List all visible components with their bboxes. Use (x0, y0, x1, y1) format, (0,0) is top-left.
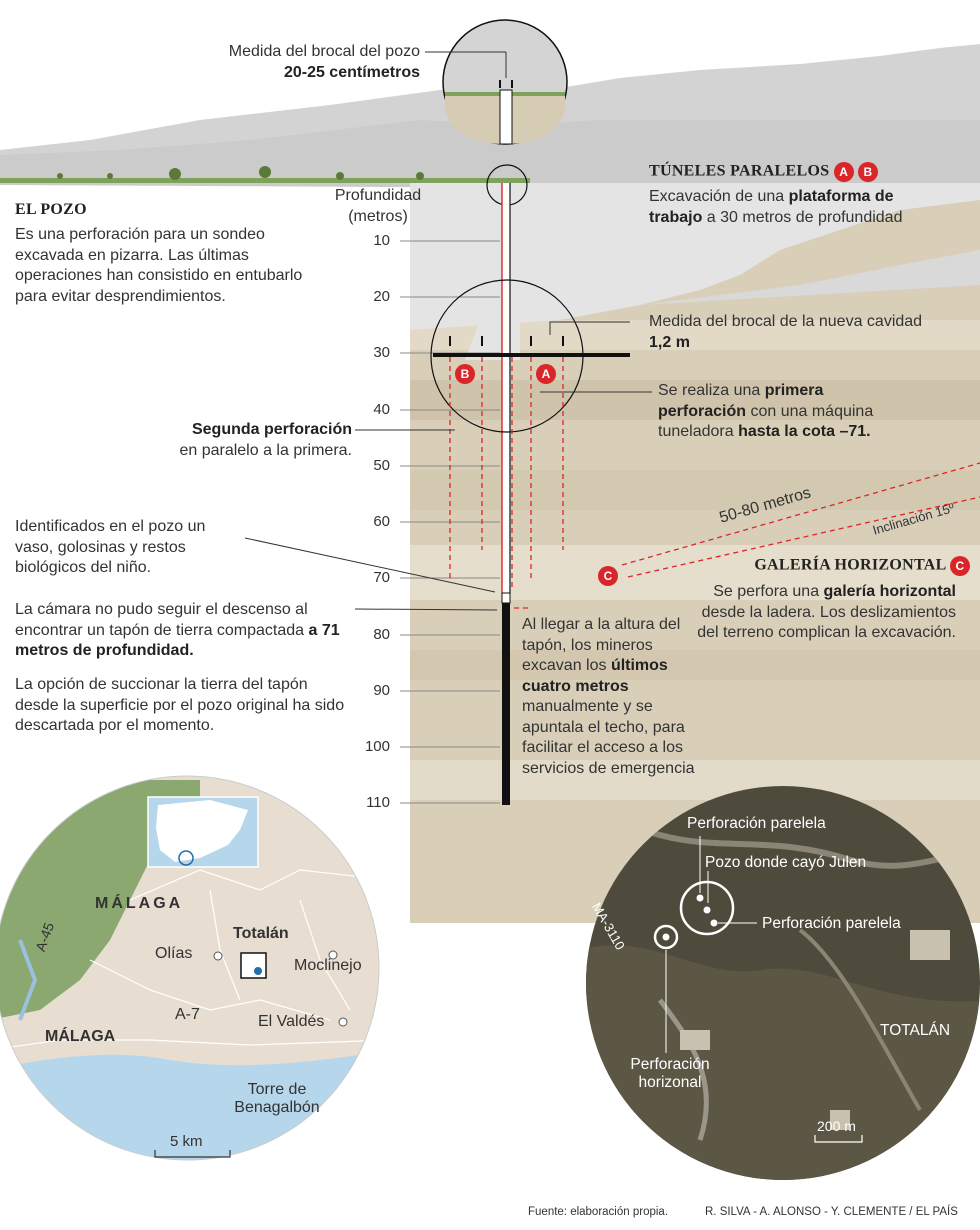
al-llegar-note: Al llegar a la altura del tapón, los min… (522, 616, 695, 777)
el-pozo-heading: EL POZO (15, 201, 87, 218)
top-brocal-value: 20-25 centímetros (283, 63, 420, 81)
tuneles-heading: TÚNELES PARALELOS A B (649, 162, 939, 182)
el-pozo-panel: EL POZO Es una perforación para un sonde… (15, 201, 305, 307)
map-label-totalan: Totalán (233, 925, 289, 942)
galeria-heading: GALERÍA HORIZONTAL C (690, 556, 970, 576)
tuneles-panel: TÚNELES PARALELOS A B Excavación de una … (649, 162, 939, 228)
map-label-moclinejo: Moclinejo (294, 957, 362, 974)
sat-label-paralela-1: Perforación parelela (687, 815, 826, 832)
el-pozo-body: Es una perforación para un sondeo excava… (15, 226, 303, 305)
depth-tick: 100 (364, 738, 390, 755)
depth-tick: 20 (373, 288, 390, 305)
segunda-callout: Segunda perforación en paralelo a la pri… (120, 420, 352, 461)
badge-a: A (833, 162, 854, 182)
depth-tick: 80 (373, 626, 390, 643)
sat-label-town: TOTALÁN (880, 1022, 951, 1039)
brocal-nueva-label: Medida del brocal de la nueva cavidad (649, 313, 923, 330)
identificados-note: Identificados en el pozo un vaso, golosi… (15, 518, 206, 576)
depth-tick: 30 (373, 344, 390, 361)
map-label-el-valdes: El Valdés (258, 1013, 325, 1030)
sat-label-paralela-2: Perforación parelela (762, 915, 901, 932)
galeria-body: Se perfora una galería horizontal desde … (697, 583, 956, 641)
top-brocal-callout: Medida del brocal del pozo 20-25 centíme… (210, 42, 420, 83)
map-label-malaga-region: MÁLAGA (95, 895, 184, 912)
footer-credits: R. SILVA - A. ALONSO - Y. CLEMENTE / EL … (705, 1206, 958, 1218)
opcion-note: La opción de succionar la tierra del tap… (15, 676, 345, 734)
depth-tick: 10 (373, 232, 390, 249)
segunda-text: en paralelo a la primera. (179, 441, 352, 459)
map-label-a7: A-7 (175, 1006, 200, 1023)
sat-scale: 200 m (817, 1118, 856, 1134)
brocal-nueva-value: 1,2 m (649, 333, 690, 351)
map-label-olias: Olías (155, 945, 193, 962)
badge-c-gallery: C (598, 566, 618, 586)
tuneles-heading-text: TÚNELES PARALELOS (649, 162, 830, 180)
segunda-title: Segunda perforación (191, 421, 352, 438)
depth-axis-title-line2: (metros) (348, 207, 408, 225)
depth-tick: 60 (373, 513, 390, 530)
top-brocal-label: Medida del brocal del pozo (228, 43, 420, 60)
satellite-view (586, 786, 980, 1180)
depth-tick: 110 (366, 794, 390, 811)
footer-source: Fuente: elaboración propia. (528, 1206, 669, 1218)
depth-tick: 90 (373, 682, 390, 699)
map-scale: 5 km (170, 1133, 203, 1150)
tuneles-body: Excavación de una plataforma de trabajo … (649, 188, 903, 226)
sat-label-pozo: Pozo donde cayó Julen (705, 854, 867, 871)
depth-tick: 70 (373, 569, 390, 586)
map-label-malaga-city: MÁLAGA (45, 1028, 116, 1045)
badge-c: C (950, 556, 970, 576)
primera-callout: Se realiza una primera perforación con u… (658, 382, 874, 440)
camara-note: La cámara no pudo seguir el descenso al … (15, 601, 340, 659)
depth-axis-title-line1: Profundidad (334, 187, 422, 204)
depth-tick: 50 (373, 457, 390, 474)
brocal-nueva-callout: Medida del brocal de la nueva cavidad 1,… (649, 312, 959, 353)
badge-b-shaft: B (455, 364, 475, 384)
badge-a-shaft: A (536, 364, 556, 384)
depth-tick: 40 (373, 401, 390, 418)
depth-axis-title: Profundidad (metros) (318, 186, 438, 227)
galeria-heading-text: GALERÍA HORIZONTAL (754, 556, 946, 574)
galeria-panel: GALERÍA HORIZONTAL C Se perfora una gale… (690, 556, 970, 644)
badge-b: B (858, 162, 879, 182)
